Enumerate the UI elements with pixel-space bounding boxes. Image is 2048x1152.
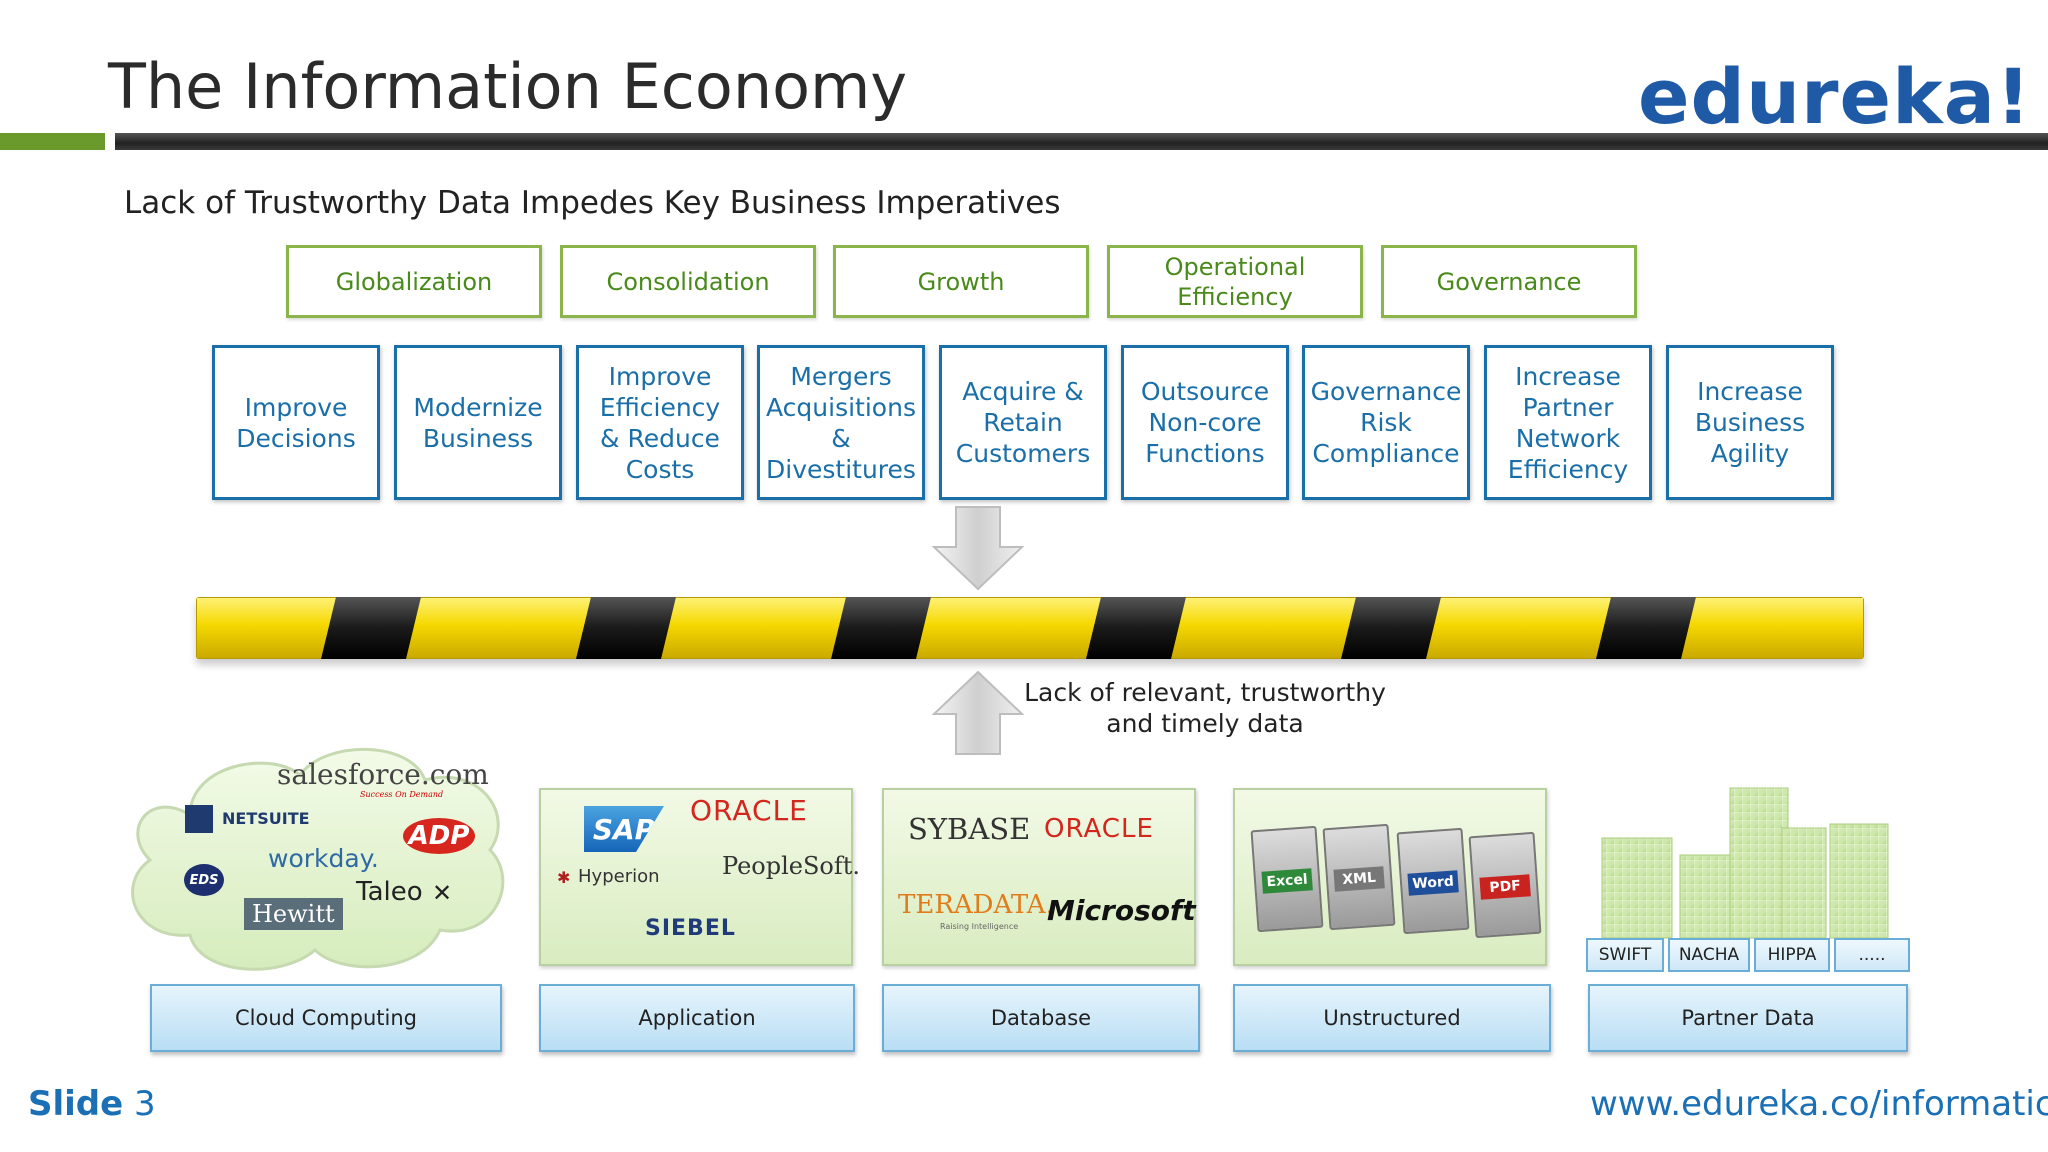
hyperion-icon: ✱ <box>557 868 571 887</box>
slide-number-value: 3 <box>134 1084 156 1124</box>
partner-tag-more: ..... <box>1834 938 1910 972</box>
label-application: Application <box>539 984 855 1052</box>
pdf-file-icon: PDF <box>1468 831 1542 939</box>
taleo-logo: Taleo <box>356 877 423 907</box>
buildings-icon <box>1601 787 1889 939</box>
up-arrow-icon <box>931 670 1025 755</box>
cloud-shape <box>131 747 505 971</box>
excel-label: Excel <box>1261 868 1313 894</box>
workday-logo: workday. <box>268 844 379 873</box>
objective-improve-efficiency: Improve Efficiency & Reduce Costs <box>576 345 744 500</box>
down-arrow-icon <box>931 506 1025 591</box>
salesforce-logo: salesforce.com <box>277 758 489 791</box>
xml-label: XML <box>1333 866 1385 892</box>
netsuite-icon <box>185 805 213 833</box>
objective-governance-risk: Governance Risk Compliance <box>1302 345 1470 500</box>
label-database: Database <box>882 984 1200 1052</box>
objective-partner-network: Increase Partner Network Efficiency <box>1484 345 1652 500</box>
partner-tag-swift: SWIFT <box>1586 938 1664 972</box>
imperative-globalization: Globalization <box>286 245 542 318</box>
data-barrier-bar <box>196 597 1864 659</box>
label-unstructured: Unstructured <box>1233 984 1551 1052</box>
edureka-logo: edureka! <box>1638 52 2032 141</box>
microsoft-logo: Microsoft <box>1047 894 1196 927</box>
pdf-label: PDF <box>1479 874 1531 900</box>
taleo-x-icon: ✕ <box>432 879 453 907</box>
peoplesoft-logo: PeopleSoft. <box>722 852 861 880</box>
imperative-growth: Growth <box>833 245 1089 318</box>
objective-modernize-business: Modernize Business <box>394 345 562 500</box>
objective-outsource: Outsource Non-core Functions <box>1121 345 1289 500</box>
header-accent-bar <box>0 133 105 150</box>
slide-subtitle: Lack of Trustworthy Data Impedes Key Bus… <box>124 185 1061 221</box>
imperative-governance: Governance <box>1381 245 1637 318</box>
partner-tag-nacha: NACHA <box>1668 938 1750 972</box>
xml-file-icon: XML <box>1322 823 1396 931</box>
hyperion-logo: Hyperion <box>578 866 660 887</box>
oracle-logo-app: ORACLE <box>690 794 808 827</box>
word-file-icon: Word <box>1396 827 1470 935</box>
imperative-operational-efficiency: Operational Efficiency <box>1107 245 1363 318</box>
database-panel <box>882 788 1196 966</box>
slide-number: Slide 3 <box>28 1084 156 1124</box>
word-label: Word <box>1407 870 1459 896</box>
footer-url[interactable]: www.edureka.co/informatica <box>1590 1084 2048 1124</box>
hewitt-logo: Hewitt <box>244 898 343 930</box>
netsuite-logo: NETSUITE <box>222 809 310 828</box>
label-cloud-computing: Cloud Computing <box>150 984 502 1052</box>
imperative-consolidation: Consolidation <box>560 245 816 318</box>
adp-logo: ADP <box>403 818 475 854</box>
label-partner-data: Partner Data <box>1588 984 1908 1052</box>
slide-title: The Information Economy <box>108 50 908 123</box>
partner-tag-hippa: HIPPA <box>1754 938 1830 972</box>
teradata-logo: TERADATA. <box>898 890 1054 920</box>
teradata-tagline: Raising Intelligence <box>940 922 1019 931</box>
objective-improve-decisions: Improve Decisions <box>212 345 380 500</box>
oracle-logo-db: ORACLE <box>1044 814 1154 844</box>
objective-business-agility: Increase Business Agility <box>1666 345 1834 500</box>
sybase-logo: SYBASE <box>908 812 1031 846</box>
siebel-logo: SIEBEL <box>645 916 736 941</box>
excel-file-icon: Excel <box>1250 825 1324 933</box>
slide-word: Slide <box>28 1084 124 1124</box>
header-divider <box>115 133 2048 150</box>
eds-logo: EDS <box>184 864 224 896</box>
objective-mergers-acquisitions: Mergers Acquisitions & Divestitures <box>757 345 925 500</box>
barrier-caption: Lack of relevant, trustworthy and timely… <box>1024 678 1386 738</box>
salesforce-tagline: Success On Demand <box>360 790 444 799</box>
objective-acquire-retain: Acquire & Retain Customers <box>939 345 1107 500</box>
